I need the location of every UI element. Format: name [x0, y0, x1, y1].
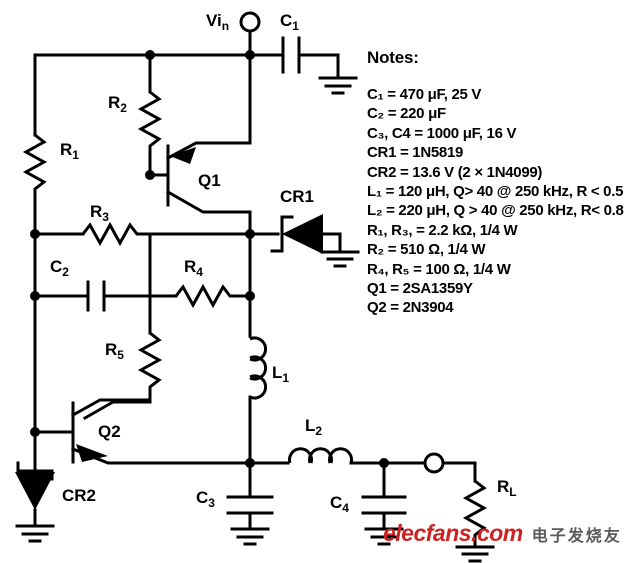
capacitor-c3	[226, 461, 274, 546]
note-line: Q1 = 2SA1359Y	[367, 280, 473, 298]
label-c4: C4	[330, 493, 349, 515]
label-r2: R2	[108, 93, 127, 115]
vin-terminal	[239, 11, 261, 57]
label-r4: R4	[184, 257, 203, 279]
node-c2-left	[30, 291, 40, 301]
notes-title: Notes:	[367, 48, 419, 67]
label-l1: L1	[272, 363, 289, 385]
diode-cr2	[15, 430, 55, 543]
note-line: CR2 = 13.6 V (2 × 1N4099)	[367, 163, 543, 181]
note-line: C₁ = 470 μF, 25 V	[367, 86, 482, 103]
note-line: C₃, C4 = 1000 μF, 16 V	[367, 124, 517, 142]
note-line: C₂ = 220 μF	[367, 105, 446, 123]
resistor-r5	[82, 294, 163, 421]
capacitor-c2	[33, 280, 152, 312]
capacitor-c1	[248, 36, 358, 95]
label-vin: Vin	[206, 11, 229, 33]
resistor-r2	[137, 53, 163, 177]
resistor-r1	[22, 53, 48, 236]
watermark-chinese: 电子发烧友	[531, 525, 622, 545]
label-c3: C3	[196, 488, 215, 510]
notes-list: C₁ = 470 μF, 25 V C₂ = 220 μF C₃, C4 = 1…	[367, 85, 625, 318]
capacitor-c4	[361, 461, 407, 546]
label-r5: R5	[105, 340, 124, 362]
note-line: Q2 = 2N3904	[367, 299, 454, 317]
resistor-rl	[455, 461, 495, 563]
label-r3: R3	[90, 202, 109, 224]
node-r3-left	[30, 229, 40, 239]
label-cr1: CR1	[280, 187, 314, 206]
note-line: R₂ = 510 Ω, 1/4 W	[367, 241, 486, 259]
resistor-r4	[148, 283, 252, 309]
note-line: R₁, R₃, = 2.2 kΩ, 1/4 W	[367, 221, 518, 239]
watermark-english: elecfans.com	[383, 520, 523, 546]
watermark: elecfans.com 电子发烧友	[383, 520, 622, 547]
note-line: L₁ = 120 μH, Q> 40 @ 250 kHz, R < 0.5	[367, 183, 624, 201]
label-c1: C1	[280, 11, 299, 33]
label-r1: R1	[60, 140, 79, 162]
inductor-l2	[248, 447, 386, 465]
output-terminal	[382, 452, 477, 474]
inductor-l1	[248, 294, 268, 464]
node-q1-base	[145, 170, 155, 180]
label-q1: Q1	[198, 171, 221, 190]
label-rl: RL	[497, 477, 517, 499]
label-c2: C2	[50, 257, 69, 279]
label-q2: Q2	[98, 422, 121, 441]
transistor-q2	[33, 398, 252, 465]
resistor-r3	[33, 221, 252, 247]
diode-cr1	[248, 214, 360, 268]
label-l2: L2	[305, 416, 322, 438]
note-line: L₂ = 220 μH, Q > 40 @ 250 kHz, R< 0.8	[367, 202, 624, 220]
note-line: R₄, R₅ = 100 Ω, 1/4 W	[367, 260, 511, 278]
label-cr2: CR2	[62, 486, 96, 505]
notes-panel: Notes: C₁ = 470 μF, 25 V C₂ = 220 μF C₃,…	[367, 48, 625, 318]
note-line: CR1 = 1N5819	[367, 144, 464, 162]
